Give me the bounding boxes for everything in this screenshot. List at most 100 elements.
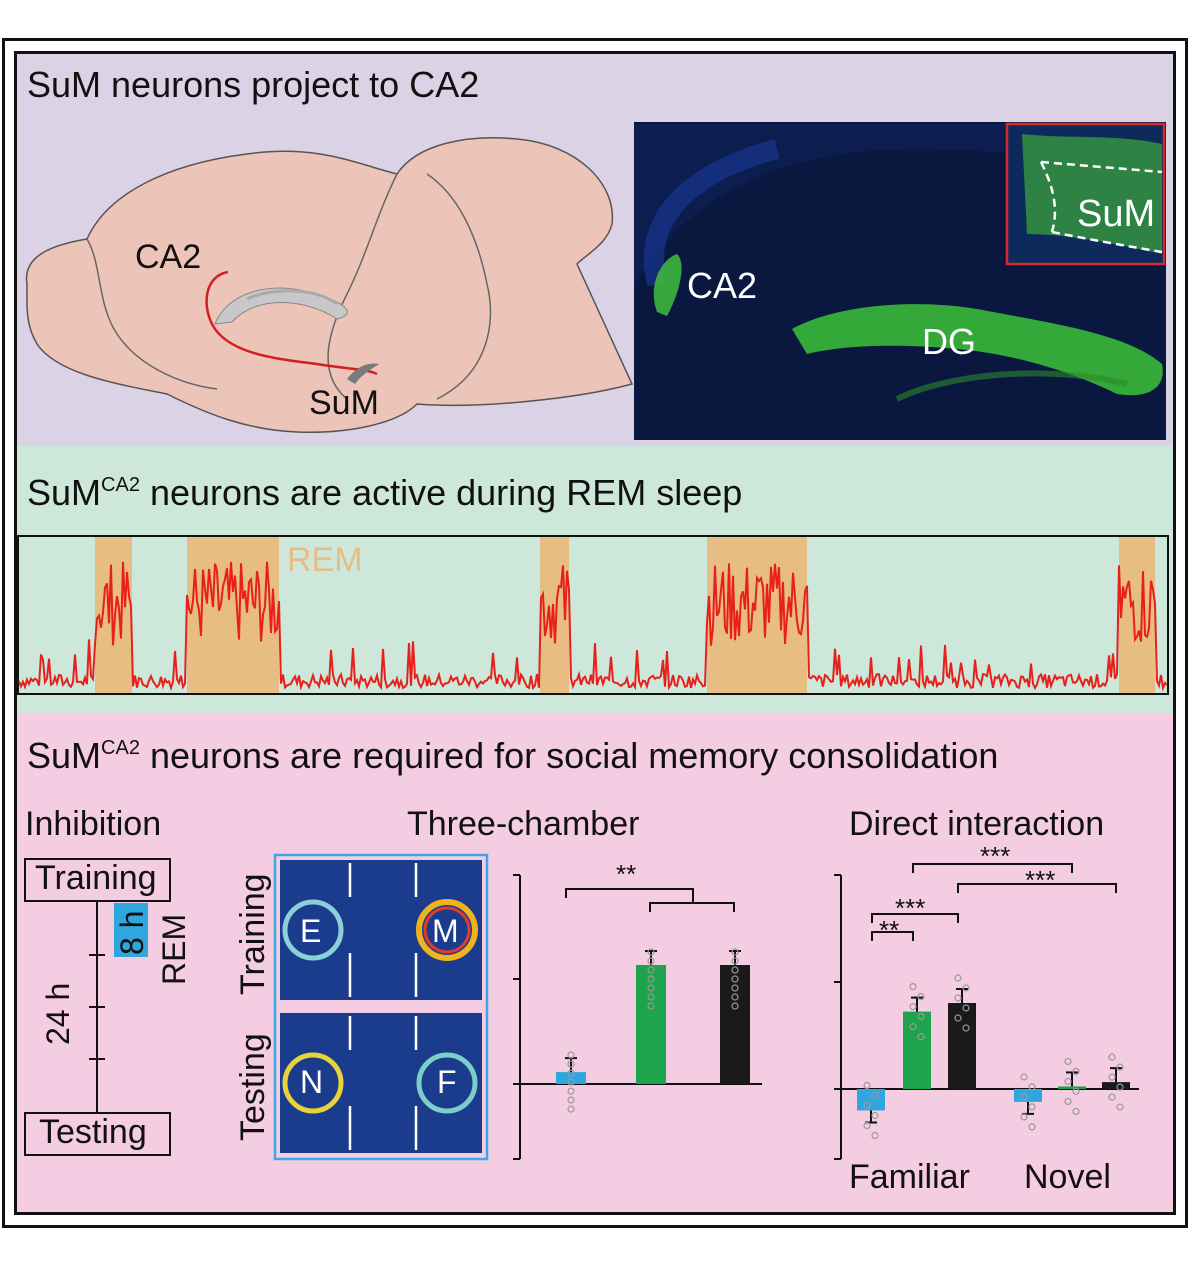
inner-frame (14, 51, 1176, 1215)
data-point (1064, 1097, 1072, 1106)
data-point (917, 1033, 925, 1041)
chamber-label-n: N (300, 1064, 323, 1100)
data-point (731, 984, 739, 992)
di-significance-4: *** (1025, 865, 1055, 895)
rem-band (95, 537, 132, 693)
data-point (909, 1003, 917, 1011)
training-box-label: Training (35, 859, 157, 897)
schematic-sum-label: SuM (309, 384, 379, 422)
data-point (962, 1004, 970, 1012)
direct-interaction-bar (1014, 1089, 1042, 1102)
rem-label: REM (287, 541, 363, 579)
micrograph-dg-label: DG (922, 321, 976, 362)
data-point (567, 1087, 575, 1095)
three-chamber-bar (636, 965, 666, 1084)
data-point (647, 984, 655, 992)
data-point (567, 1051, 575, 1059)
panel-projection: SuM neurons project to CA2 CA2 SuM (17, 54, 1173, 446)
outer-frame (2, 38, 1188, 1228)
data-point (1028, 1083, 1036, 1091)
data-point (567, 1060, 575, 1068)
panel-social-memory: SuMCA2 neurons are required for social m… (17, 713, 1173, 1212)
data-point (1072, 1067, 1080, 1076)
data-point (647, 957, 655, 965)
group-label-familiar: Familiar (849, 1158, 970, 1196)
inhibition-heading: Inhibition (25, 805, 161, 843)
data-point (567, 1069, 575, 1077)
data-point (731, 993, 739, 1001)
testing-box-label: Testing (39, 1113, 147, 1151)
data-point (731, 966, 739, 974)
data-point (1020, 1073, 1028, 1081)
data-point (871, 1131, 879, 1140)
activity-trace (18, 561, 1168, 692)
data-point (731, 1002, 739, 1010)
data-point (962, 984, 970, 992)
inhibition-timeline: Inhibition Training Testing 8 h REM 24 h (24, 805, 192, 1156)
data-point (1072, 1107, 1080, 1116)
data-point (1116, 1083, 1124, 1091)
rem-trace-plot: REM (17, 535, 1169, 695)
data-point (1064, 1077, 1072, 1086)
brain-schematic: CA2 SuM (25, 137, 634, 434)
data-point (909, 1023, 917, 1031)
direct-interaction-bar (1058, 1086, 1086, 1089)
data-point (647, 975, 655, 983)
data-point (1072, 1087, 1080, 1096)
data-point (567, 1078, 575, 1086)
panel-c-graphics: Inhibition Training Testing 8 h REM 24 h… (24, 805, 1139, 1196)
data-point (917, 993, 925, 1001)
data-point (962, 1024, 970, 1032)
rem-bands (95, 537, 1155, 693)
data-point (1116, 1103, 1124, 1111)
data-point (917, 1013, 925, 1021)
data-point (863, 1081, 871, 1090)
inhibition-duration-label: 8 h (114, 911, 150, 955)
three-chamber-heading: Three-chamber (407, 805, 639, 843)
three-chamber-bar (720, 965, 750, 1084)
data-point (1108, 1053, 1116, 1061)
data-point (863, 1121, 871, 1130)
panel-b-title: SuMCA2 neurons are active during REM sle… (27, 472, 743, 513)
three-chamber-significance: ** (616, 859, 636, 889)
three-chamber-bar (556, 1072, 586, 1084)
data-point (954, 974, 962, 982)
micrograph-ca2-label: CA2 (687, 265, 757, 306)
data-point (909, 983, 917, 991)
trace-box (17, 535, 1169, 695)
data-point (871, 1111, 879, 1120)
inset-sum-label: SuM (1077, 193, 1155, 235)
chamber-label-m: M (432, 913, 459, 949)
chamber-label-e: E (300, 913, 321, 949)
direct-interaction-bar (1102, 1082, 1130, 1089)
di-significance-2: *** (895, 893, 925, 923)
data-point (954, 1014, 962, 1022)
chamber-label-f: F (437, 1064, 457, 1100)
panel-rem-activity: SuMCA2 neurons are active during REM sle… (17, 446, 1173, 713)
di-significance-1: ** (879, 915, 899, 945)
direct-interaction-bar (903, 1011, 931, 1089)
data-point (647, 1002, 655, 1010)
data-point (731, 975, 739, 983)
direct-interaction-bar-chart: Direct interaction ** *** *** *** Famili… (834, 805, 1139, 1196)
three-chamber-heatmaps: Three-chamber Training Testing E M N F (234, 805, 639, 1161)
three-chamber-bar-chart: ** (513, 859, 762, 1160)
direct-interaction-heading: Direct interaction (849, 805, 1104, 843)
data-point (863, 1101, 871, 1110)
data-point (731, 948, 739, 956)
heatmap-row-testing: Testing (234, 1033, 272, 1141)
panel-a-title: SuM neurons project to CA2 (27, 64, 480, 105)
schematic-ca2-label: CA2 (135, 238, 201, 276)
data-point (1108, 1073, 1116, 1081)
data-point (647, 993, 655, 1001)
panel-c-title: SuMCA2 neurons are required for social m… (27, 735, 999, 776)
inhibition-rem-label: REM (156, 914, 192, 985)
data-point (1116, 1063, 1124, 1071)
heatmap-row-training: Training (234, 873, 272, 995)
group-label-novel: Novel (1024, 1158, 1111, 1196)
data-point (1108, 1093, 1116, 1101)
data-point (1064, 1057, 1072, 1066)
di-significance-3: *** (980, 841, 1010, 871)
direct-interaction-bar (948, 1003, 976, 1089)
data-point (1020, 1093, 1028, 1101)
